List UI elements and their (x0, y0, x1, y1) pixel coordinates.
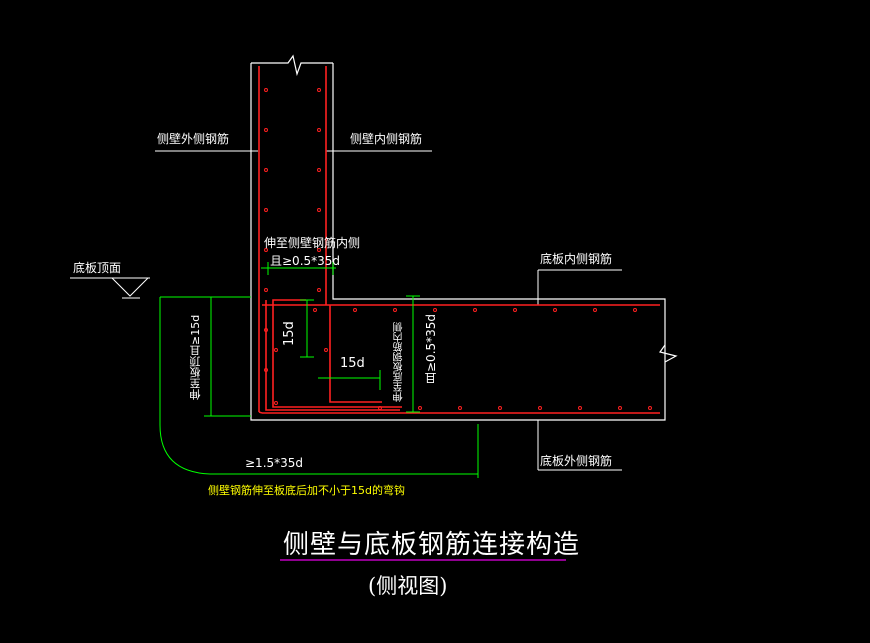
label-side-outer: 侧壁外侧钢筋 (157, 132, 230, 146)
dim-15d-horizontal: 15d (340, 356, 365, 371)
dimension-lines (159, 262, 479, 478)
outer-hook (258, 411, 263, 414)
annot-extend-side-1: 伸至侧壁钢筋内侧 (264, 236, 361, 250)
slab-inner-hook (329, 305, 382, 403)
inner-l-bar (272, 299, 402, 408)
annot-extend-slab-face: 伸至板顶且≥15d (189, 314, 202, 400)
annot-extend-side-2: 且≥0.5*35d (270, 254, 341, 268)
rebar (258, 66, 660, 414)
label-side-inner: 侧壁内侧钢筋 (350, 132, 423, 146)
slab-right-break (658, 344, 678, 363)
dim-15d-vertical: 15d (282, 321, 297, 346)
label-slab-outer: 底板外侧钢筋 (540, 454, 613, 468)
wall-top-break (251, 54, 333, 77)
annot-ge-1-5-35d: ≥1.5*35d (245, 456, 304, 470)
rebar-dots (264, 88, 652, 410)
inner-l-bar-2 (265, 300, 400, 411)
drawing-title: 侧壁与底板钢筋连接构造 (283, 530, 581, 560)
annot-ge-half-35d: 且≥0.5*35d (424, 313, 438, 384)
annot-extend-slab-inner: 伸至底板钢筋内侧 (394, 322, 405, 402)
note-hook: 侧壁钢筋伸至板底后加不小于15d的弯钩 (208, 484, 405, 497)
concrete-outline (250, 54, 678, 421)
label-slab-top: 底板顶面 (73, 261, 122, 275)
wall-left-edge (250, 63, 666, 421)
drawing-subtitle: (侧视图) (368, 574, 448, 598)
label-slab-inner: 底板内侧钢筋 (540, 252, 613, 266)
leader-lines (70, 150, 622, 471)
